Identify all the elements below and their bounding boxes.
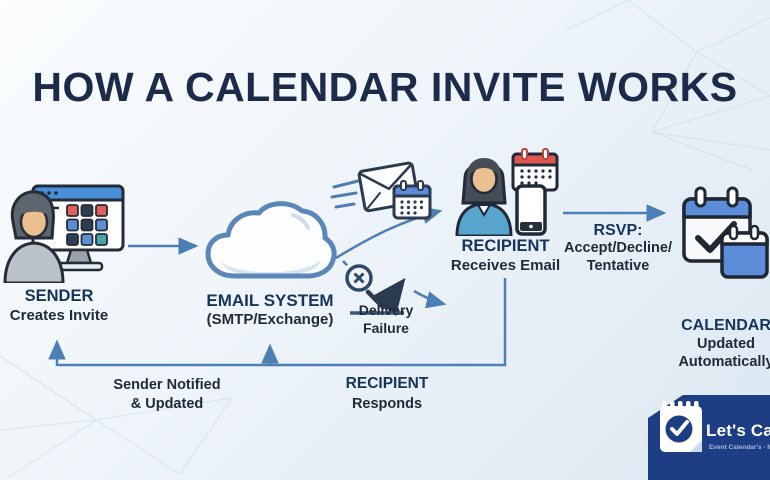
recipient-sublabel: Receives Email	[450, 257, 561, 274]
calendar-detail-2: Automatically	[678, 354, 770, 370]
recipient-label: RECIPIENT	[461, 237, 550, 255]
email-system-label: EMAIL SYSTEM	[206, 291, 334, 310]
mini-calendar-icon	[392, 180, 432, 220]
sender-person-computer-icon	[3, 184, 125, 283]
calendar-check-icon	[682, 186, 769, 279]
recipient-person-icon	[455, 148, 559, 236]
calendar-detail-1: Updated	[697, 336, 755, 352]
brand-name: Let's Calendar	[706, 421, 770, 440]
brand-banner	[648, 395, 770, 480]
recipient-calendar-icon	[511, 148, 559, 192]
email-system-sublabel: (SMTP/Exchange)	[206, 311, 334, 328]
sender-notified-line-1: Sender Notified	[113, 377, 221, 393]
page-title: HOW A CALENDAR INVITE WORKS	[32, 64, 738, 110]
logo-calendar-check-icon	[660, 401, 702, 452]
cloud-icon	[205, 201, 337, 279]
rsvp-detail-2: Tentative	[586, 258, 650, 274]
speed-lines	[330, 179, 360, 209]
recipient-responds-label: RECIPIENT	[345, 375, 429, 392]
brand-tagline: Event Calendar's - Made Easy	[709, 444, 770, 451]
phone-icon	[515, 184, 547, 236]
rsvp-label: RSVP:	[593, 222, 643, 239]
sender-notified-line-2: & Updated	[130, 396, 204, 412]
calendar-label: CALENDAR	[681, 317, 770, 334]
envelope-icon	[330, 161, 432, 220]
rsvp-detail-1: Accept/Decline/	[564, 240, 672, 256]
delivery-failure-line-2: Failure	[363, 320, 409, 336]
recipient-responds-sublabel: Responds	[351, 396, 423, 412]
sender-sublabel: Creates Invite	[9, 307, 109, 324]
delivery-failure-line-1: Delivery	[358, 302, 414, 318]
sender-label: SENDER	[24, 287, 94, 305]
